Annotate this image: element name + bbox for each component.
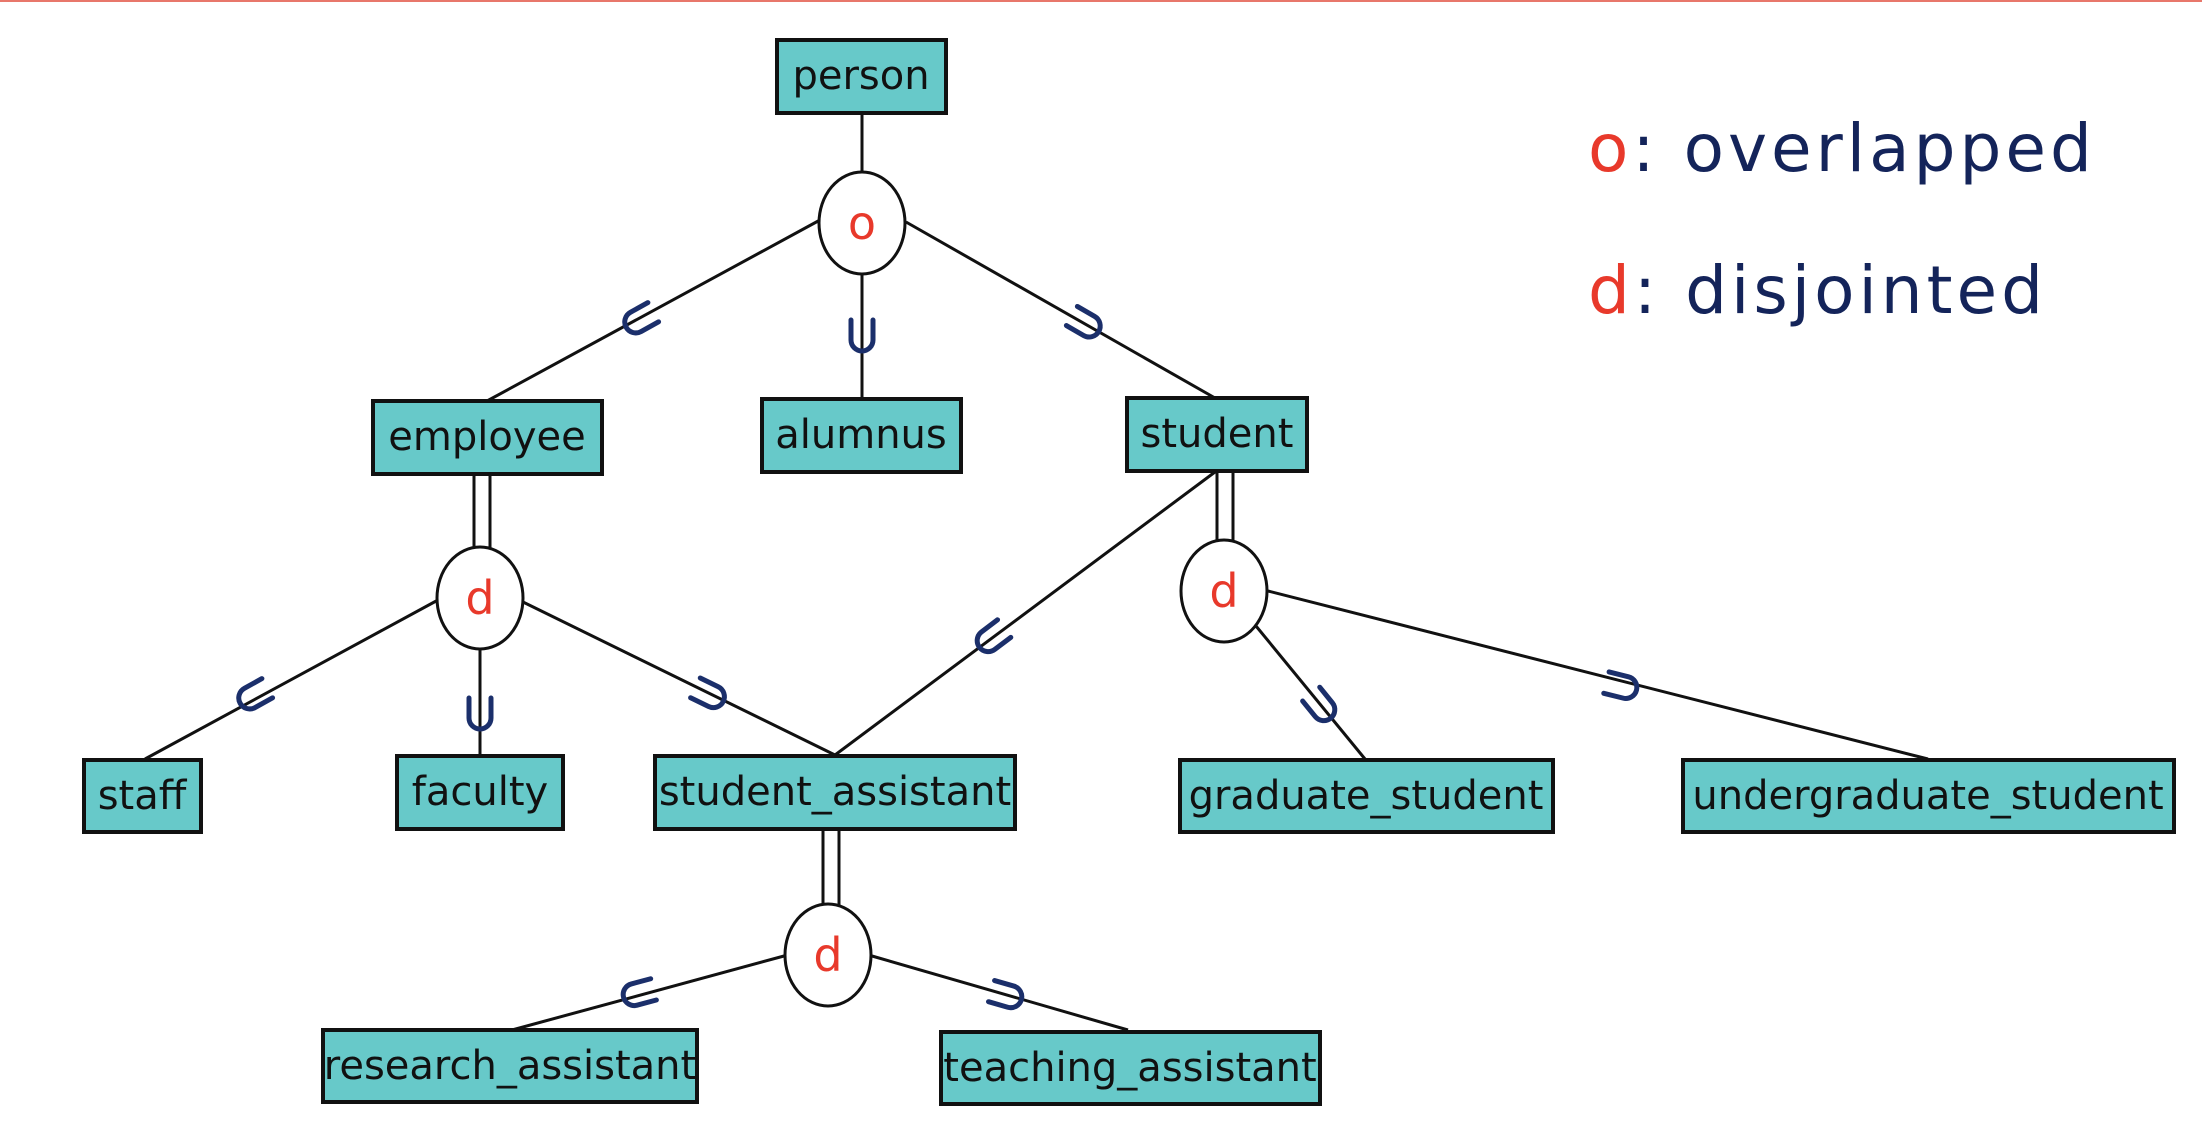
- edge-student-student-assistant: [834, 470, 1216, 757]
- entity-label: person: [792, 53, 929, 99]
- edge-d-teaching: [871, 954, 1129, 1032]
- entity-label: student: [1141, 411, 1294, 457]
- specialization-nodes: o d d d: [435, 170, 1269, 1008]
- subset-symbol-icon: [986, 978, 1025, 1011]
- node-label: d: [1209, 564, 1238, 618]
- subset-symbol-icon: [622, 300, 662, 336]
- edge-o-student: [905, 220, 1216, 400]
- node-label: o: [848, 196, 876, 250]
- node-label: d: [813, 928, 842, 982]
- edge-d-research: [511, 954, 785, 1032]
- edge-d-staff: [144, 598, 439, 761]
- overlap-node-person: o: [817, 170, 907, 276]
- legend-overlapped-symbol: o: [1588, 110, 1633, 187]
- entity-label: teaching_assistant: [943, 1045, 1316, 1091]
- entity-label: faculty: [412, 769, 548, 815]
- disjoint-node-employee: d: [435, 545, 525, 651]
- entity-person: person: [775, 38, 948, 115]
- entity-employee: employee: [371, 399, 604, 476]
- entity-label: student_assistant: [659, 769, 1011, 815]
- entity-graduate-student: graduate_student: [1178, 758, 1555, 834]
- subset-symbols: [236, 300, 1640, 1011]
- entities: person employee alumnus student staff fa…: [82, 38, 2176, 1106]
- entity-label: staff: [98, 773, 188, 819]
- legend-overlapped: o: overlapped: [1588, 110, 2096, 187]
- legend-disjointed: d: disjointed: [1588, 252, 2047, 329]
- edges: [144, 113, 1929, 1032]
- edge-d-graduate: [1254, 625, 1367, 760]
- entity-label: employee: [388, 414, 585, 460]
- entity-label: alumnus: [775, 412, 946, 458]
- top-rule: [0, 0, 2202, 2]
- edge-d-student-assistant: [522, 600, 836, 757]
- subset-symbol-icon: [620, 976, 659, 1009]
- entity-label: research_assistant: [324, 1043, 696, 1089]
- entity-label: graduate_student: [1189, 773, 1544, 819]
- edge-o-employee: [486, 218, 821, 403]
- entity-student: student: [1125, 396, 1309, 473]
- edge-d-undergraduate: [1267, 589, 1929, 761]
- entity-student-assistant: student_assistant: [653, 754, 1017, 831]
- entity-label: undergraduate_student: [1692, 773, 2163, 819]
- subset-symbol-icon: [1300, 684, 1338, 724]
- subset-symbol-icon: [466, 695, 494, 732]
- legend-overlapped-text: : overlapped: [1632, 110, 2096, 187]
- disjoint-node-student-assistant: d: [783, 902, 873, 1008]
- entity-teaching-assistant: teaching_assistant: [939, 1030, 1322, 1106]
- entity-faculty: faculty: [395, 754, 565, 831]
- subset-symbol-icon: [848, 317, 876, 354]
- subset-symbol-icon: [1063, 303, 1103, 340]
- disjoint-node-student: d: [1179, 538, 1269, 644]
- legend-disjointed-text: : disjointed: [1633, 252, 2048, 329]
- subset-symbol-icon: [236, 676, 276, 712]
- node-label: d: [465, 571, 494, 625]
- entity-staff: staff: [82, 758, 203, 834]
- subset-symbol-icon: [974, 617, 1014, 655]
- entity-alumnus: alumnus: [760, 397, 963, 474]
- entity-research-assistant: research_assistant: [321, 1028, 699, 1104]
- legend-disjointed-symbol: d: [1588, 252, 1634, 329]
- subset-symbol-icon: [688, 675, 727, 711]
- entity-undergraduate-student: undergraduate_student: [1681, 758, 2176, 834]
- subset-symbol-icon: [1601, 669, 1640, 701]
